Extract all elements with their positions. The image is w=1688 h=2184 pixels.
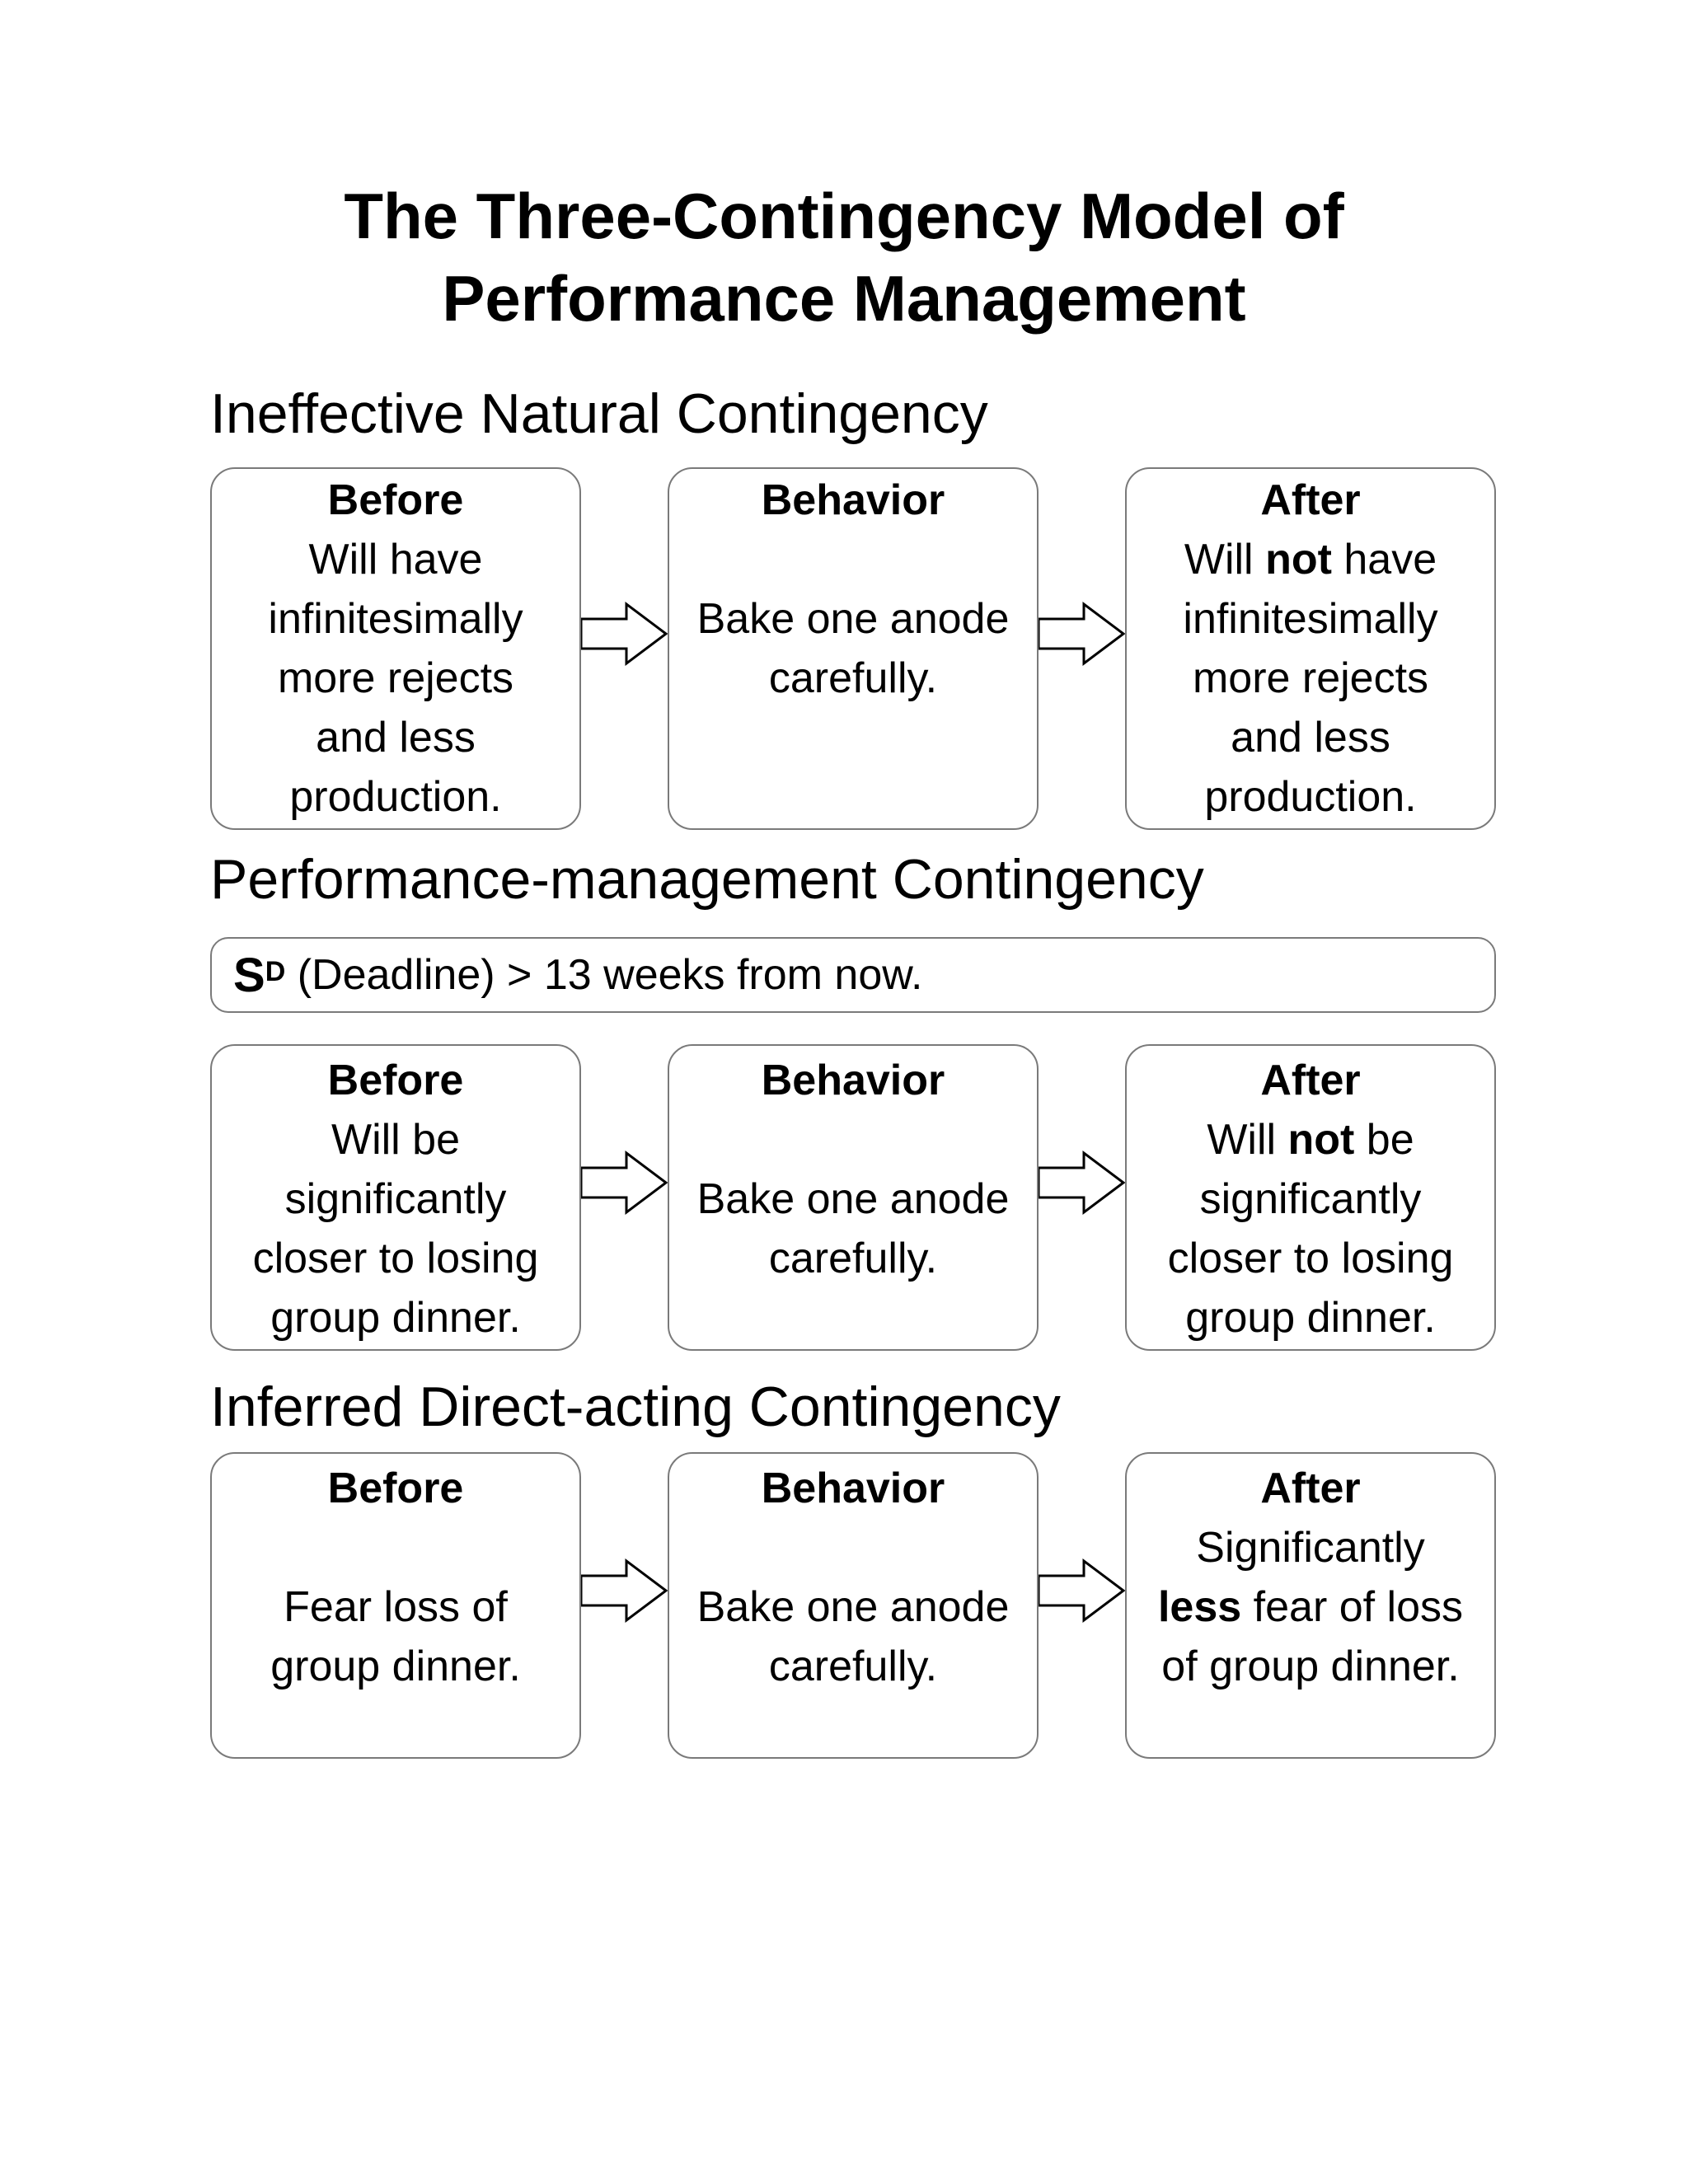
arrow-cell <box>1039 1151 1125 1230</box>
box-header: Behavior <box>761 1465 945 1512</box>
box-header: After <box>1260 1465 1361 1512</box>
sd-stimulus-label: S <box>233 948 265 1002</box>
after-box: After Will not be significantly closer t… <box>1125 1044 1496 1351</box>
section-heading-performance-management-contingency: Performance-management Contingency <box>210 848 1204 911</box>
bold-word: not <box>1265 536 1332 583</box>
section-heading-ineffective-natural-contingency: Ineffective Natural Contingency <box>210 382 988 445</box>
behavior-box: Behavior Bake one anode carefully. <box>668 1452 1039 1759</box>
box-body: Will not have infinitesimally more rejec… <box>1183 536 1438 821</box>
page-title-line2: Performance Management <box>442 262 1246 335</box>
arrow-right-icon <box>1039 1558 1125 1623</box>
behavior-box: Behavior Bake one anode carefully. <box>668 1044 1039 1351</box>
arrow-right-icon <box>1039 1151 1125 1215</box>
contingency-row-3: Before Fear loss of group dinner. Behavi… <box>210 1452 1496 1759</box>
page-title: The Three-Contingency Model of Performanc… <box>0 175 1688 340</box>
box-header: Before <box>327 1057 464 1104</box>
box-body: Bake one anode carefully. <box>696 1175 1010 1282</box>
sd-deadline-text: (Deadline) > 13 weeks from now. <box>285 951 923 999</box>
box-header: Before <box>327 1465 464 1512</box>
contingency-row-2: Before Will be significantly closer to l… <box>210 1044 1496 1351</box>
page-title-line1: The Three-Contingency Model of <box>344 180 1344 252</box>
arrow-cell <box>1039 602 1125 682</box>
section-heading-inferred-direct-acting-contingency: Inferred Direct-acting Contingency <box>210 1376 1061 1438</box>
before-box: Before Fear loss of group dinner. <box>210 1452 581 1759</box>
arrow-right-icon <box>581 1558 668 1623</box>
box-body: Bake one anode carefully. <box>696 595 1010 702</box>
box-header: Behavior <box>761 1057 945 1104</box>
box-body: Will be significantly closer to losing g… <box>252 1116 539 1342</box>
after-box: After Will not have infinitesimally more… <box>1125 467 1496 830</box>
behavior-box: Behavior Bake one anode carefully. <box>668 467 1039 830</box>
arrow-right-icon <box>581 602 668 666</box>
box-header: After <box>1260 1057 1361 1104</box>
arrow-right-icon <box>1039 602 1125 666</box>
before-box: Before Will be significantly closer to l… <box>210 1044 581 1351</box>
arrow-cell <box>1039 1558 1125 1638</box>
box-body: Will not be significantly closer to losi… <box>1167 1116 1454 1342</box>
bold-word: less <box>1157 1583 1242 1631</box>
box-header: Before <box>327 476 464 524</box>
after-box: After Significantly less fear of loss of… <box>1125 1452 1496 1759</box>
box-body: Significantly less fear of loss of group… <box>1157 1524 1463 1690</box>
arrow-cell <box>581 602 668 682</box>
box-header: Behavior <box>761 476 945 524</box>
arrow-cell <box>581 1151 668 1230</box>
box-body: Fear loss of group dinner. <box>270 1583 521 1690</box>
before-box: Before Will have infinitesimally more re… <box>210 467 581 830</box>
box-body: Bake one anode carefully. <box>696 1583 1010 1690</box>
box-header: After <box>1260 476 1361 524</box>
sd-superscript: D <box>265 955 286 987</box>
contingency-row-1: Before Will have infinitesimally more re… <box>210 467 1496 830</box>
bold-word: not <box>1287 1116 1355 1164</box>
arrow-cell <box>581 1558 668 1638</box>
diagram-content: Ineffective Natural Contingency Before W… <box>210 381 1496 1759</box>
arrow-right-icon <box>581 1151 668 1215</box>
diagram-page: The Three-Contingency Model of Performanc… <box>0 175 1688 1759</box>
box-body: Will have infinitesimally more rejects a… <box>268 536 523 821</box>
